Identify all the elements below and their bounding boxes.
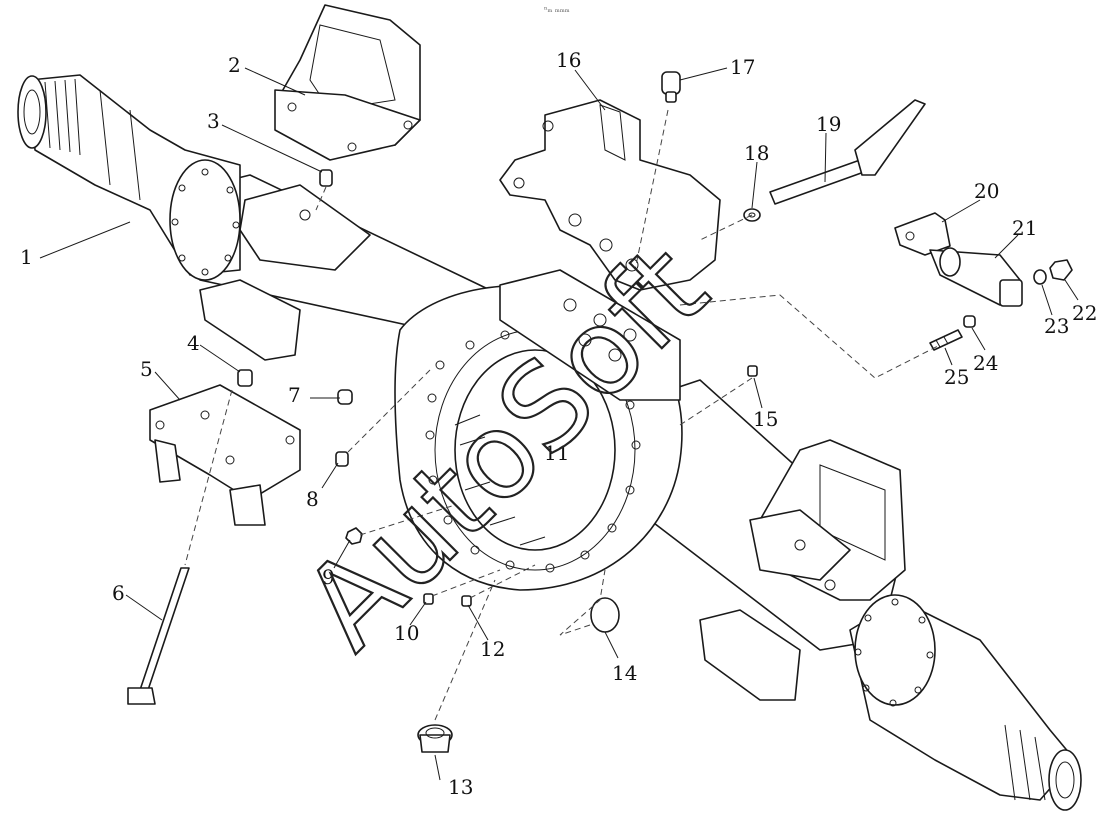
lower-spring-plate bbox=[149, 369, 301, 526]
leader-lines bbox=[39, 67, 1079, 781]
lever-shaft bbox=[699, 99, 926, 241]
callout-20: 20 bbox=[974, 179, 999, 203]
nut-22 bbox=[1049, 259, 1073, 281]
washer-23 bbox=[1033, 269, 1047, 285]
air-cylinder bbox=[929, 247, 1023, 307]
callout-23: 23 bbox=[1044, 314, 1069, 338]
dowel-pin-3 bbox=[315, 169, 333, 211]
callout-6: 6 bbox=[112, 581, 125, 605]
callout-14: 14 bbox=[612, 661, 637, 685]
callout-17: 17 bbox=[730, 55, 755, 79]
bolt-17 bbox=[661, 71, 681, 103]
callout-2: 2 bbox=[228, 53, 241, 77]
callout-15: 15 bbox=[753, 407, 778, 431]
fastener-7 bbox=[337, 389, 353, 405]
callout-18: 18 bbox=[744, 141, 769, 165]
callout-21: 21 bbox=[1012, 216, 1037, 240]
fastener-8 bbox=[335, 369, 431, 467]
stud-25 bbox=[929, 329, 963, 351]
callout-25: 25 bbox=[944, 365, 969, 389]
header-mark: ⁿₘ ₘₘₘ bbox=[544, 5, 570, 14]
callout-7: 7 bbox=[288, 383, 301, 407]
right-spring-seat bbox=[749, 439, 906, 601]
drain-plug bbox=[417, 579, 496, 753]
callout-11: 11 bbox=[544, 441, 569, 465]
cylinder-mount-guide bbox=[679, 294, 941, 379]
cylinder-bracket bbox=[499, 99, 721, 291]
callout-9: 9 bbox=[322, 565, 335, 589]
breather bbox=[679, 365, 758, 426]
clevis-20 bbox=[894, 212, 951, 256]
fastener-10 bbox=[423, 569, 501, 605]
callout-16: 16 bbox=[556, 48, 581, 72]
upper-spring-seat bbox=[274, 4, 421, 161]
callout-13: 13 bbox=[448, 775, 473, 799]
callout-8: 8 bbox=[306, 487, 319, 511]
callout-3: 3 bbox=[207, 109, 220, 133]
left-axle-spindle bbox=[17, 74, 241, 281]
callout-1: 1 bbox=[20, 245, 33, 269]
callout-10: 10 bbox=[394, 621, 419, 645]
callout-22: 22 bbox=[1072, 301, 1097, 325]
right-axle-spindle bbox=[849, 594, 1082, 811]
callout-19: 19 bbox=[816, 112, 841, 136]
long-bolt bbox=[127, 389, 233, 705]
callout-24: 24 bbox=[973, 351, 998, 375]
fastener-12 bbox=[461, 564, 536, 607]
spacer-24 bbox=[963, 315, 976, 328]
callout-12: 12 bbox=[480, 637, 505, 661]
callout-5: 5 bbox=[140, 357, 153, 381]
callout-4: 4 bbox=[187, 331, 200, 355]
callout-labels: 1 2 3 4 5 6 7 8 9 10 11 12 13 14 15 16 1… bbox=[20, 48, 1097, 799]
